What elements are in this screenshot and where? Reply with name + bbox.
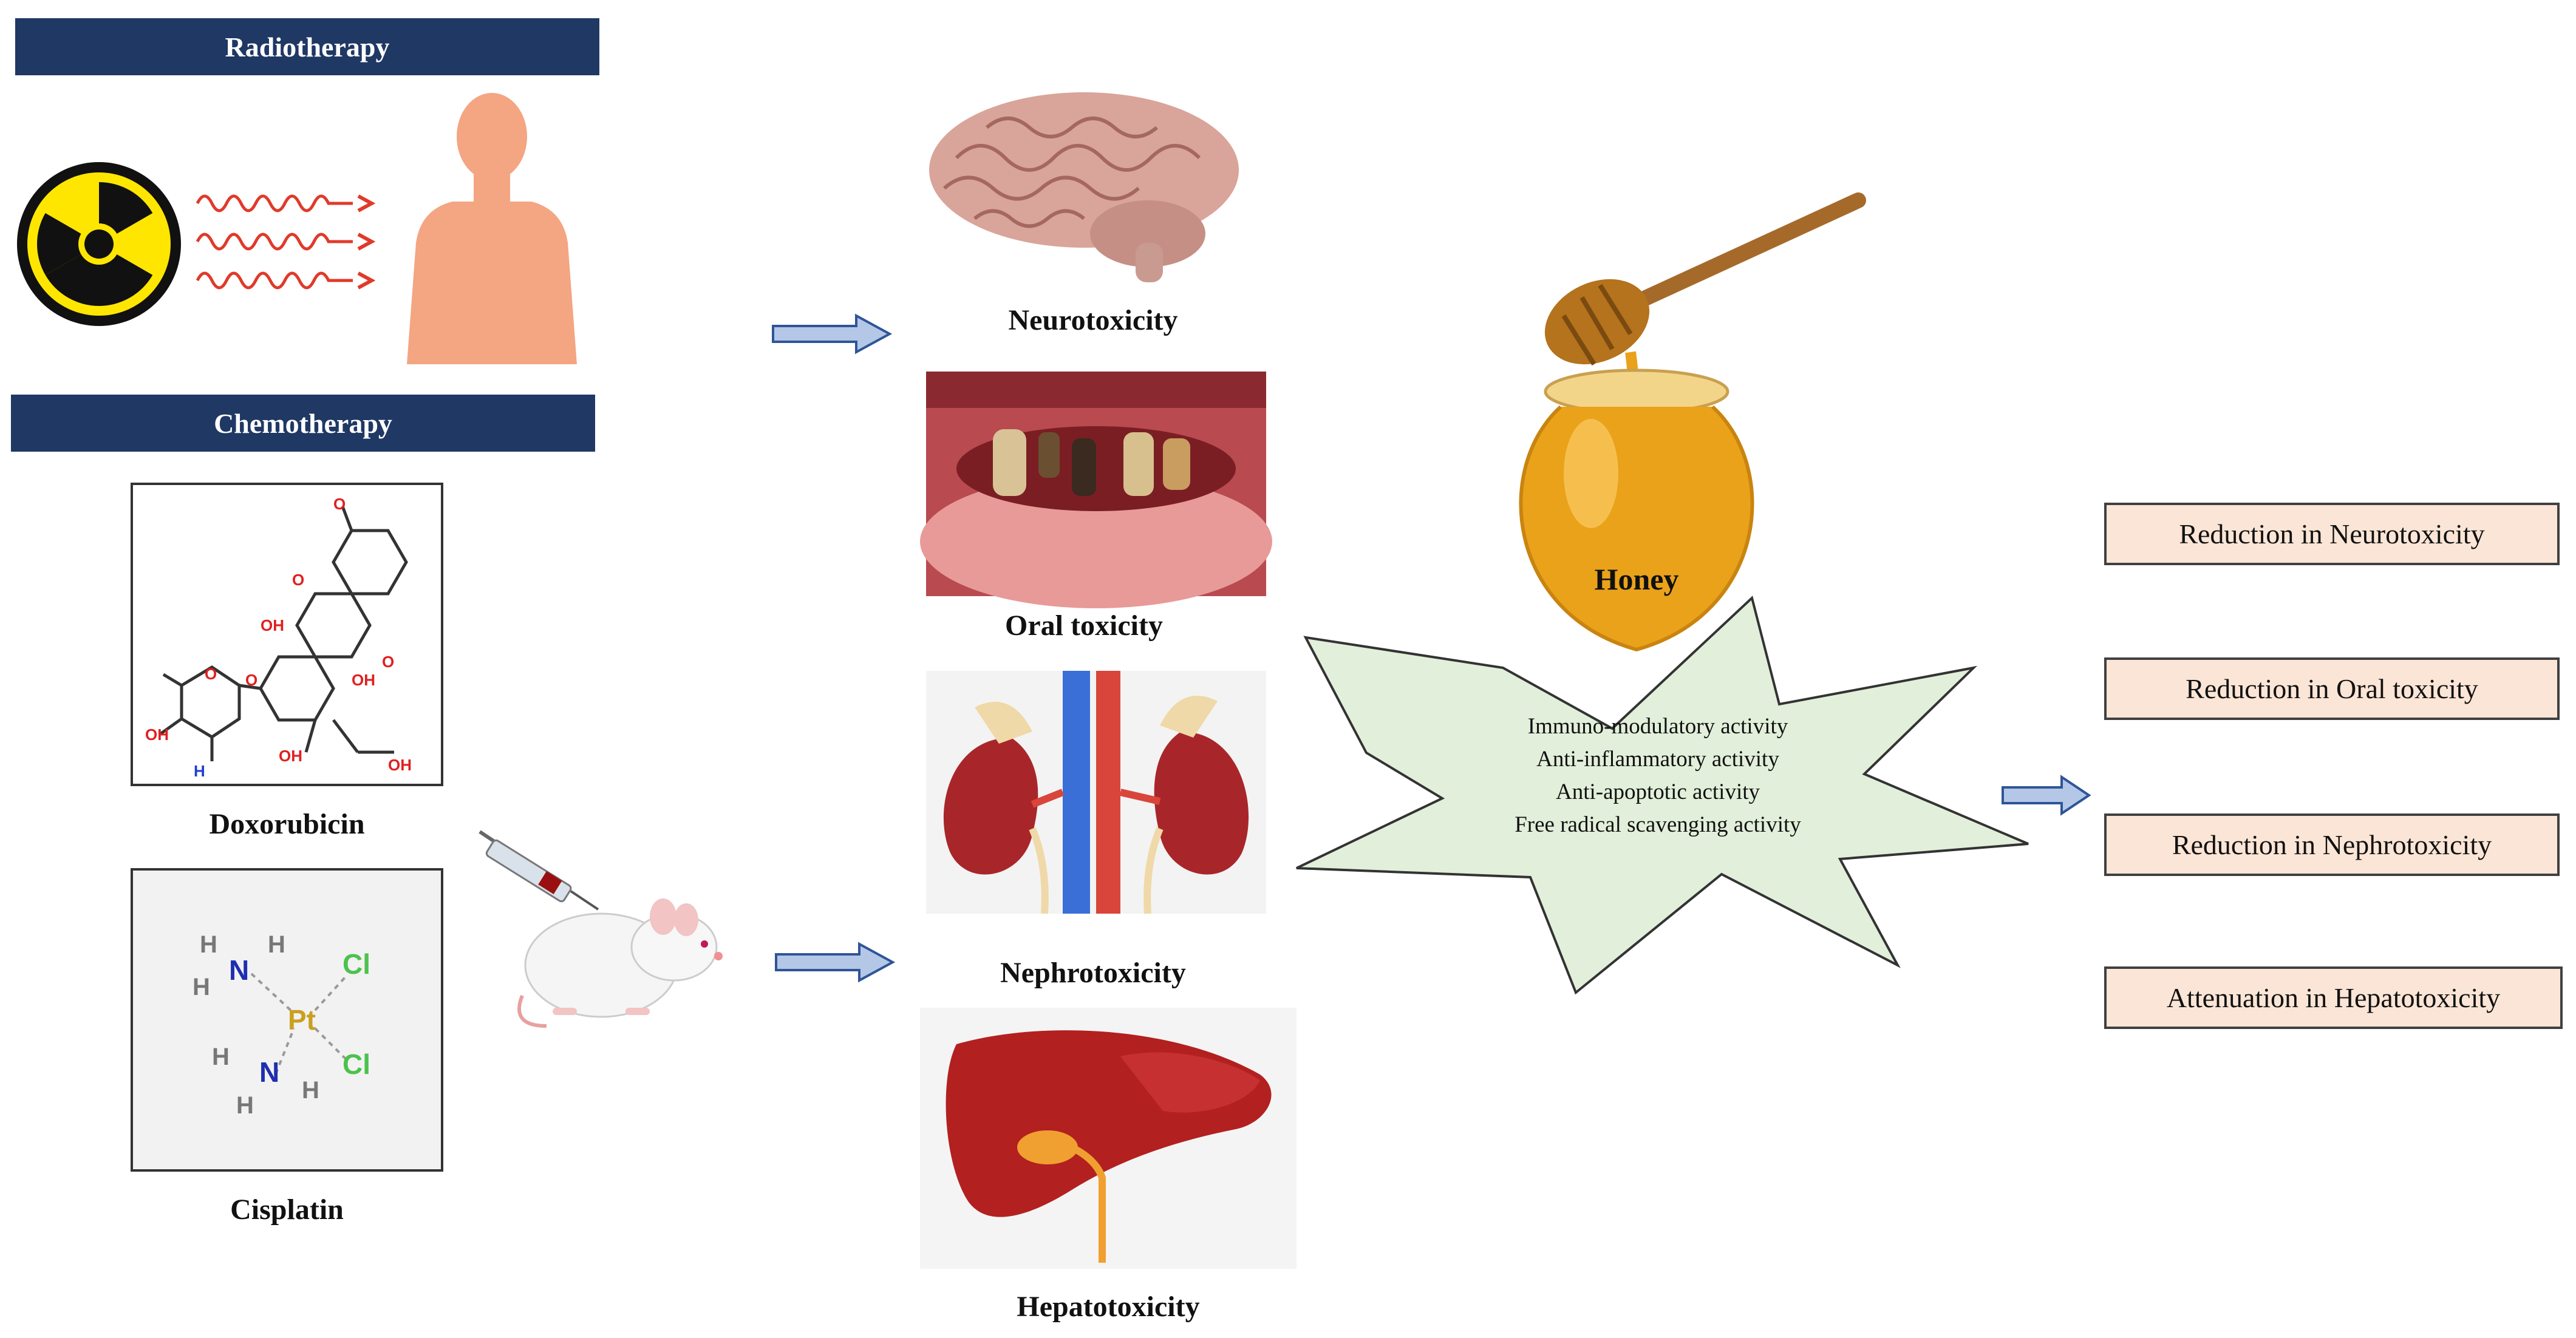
- result-label-2: Reduction in Oral toxicity: [2186, 673, 2478, 704]
- liver-icon: [920, 1008, 1297, 1269]
- chemotherapy-label: Chemotherapy: [214, 407, 392, 439]
- toxicity-label-oral-toxicity: Oral toxicity: [1005, 610, 1163, 642]
- doxorubicin-atom-o-3: O: [382, 653, 394, 671]
- honey-jar-illustration: [1519, 192, 1866, 652]
- result-label-3: Reduction in Nephrotoxicity: [2172, 829, 2492, 860]
- arrow-radiotherapy-to-toxicity: [772, 313, 893, 355]
- cisplatin-atom-pt: Pt: [288, 1004, 316, 1036]
- arrow-chemotherapy-to-toxicity: [775, 942, 896, 983]
- cisplatin-atom-n-1: N: [229, 954, 249, 986]
- radiotherapy-label: Radiotherapy: [225, 31, 390, 63]
- activity-free-radical-scavenging: Free radical scavenging activity: [1515, 812, 1801, 837]
- brain-illustration: [929, 92, 1239, 282]
- human-body-icon: [407, 93, 577, 364]
- kidney-illustration: [926, 671, 1266, 914]
- cisplatin-atom-h-3: H: [193, 974, 210, 1000]
- cisplatin-atom-cl-2: Cl: [342, 1048, 370, 1080]
- doxorubicin-atom-oh-4: OH: [279, 747, 302, 765]
- doxorubicin-atom-h: H: [194, 762, 205, 780]
- kidney-icon: [926, 671, 1266, 914]
- honey-activities-list: Immuno-modulatory activity Anti-inflamma…: [1445, 710, 1870, 841]
- cisplatin-atom-cl-1: Cl: [342, 948, 370, 980]
- radiation-waves-icon: [196, 194, 376, 290]
- chemotherapy-header: Chemotherapy: [11, 395, 595, 452]
- toxicity-label-neurotoxicity: Neurotoxicity: [1008, 304, 1178, 336]
- cisplatin-atom-n-2: N: [259, 1056, 279, 1088]
- toxicity-label-hepatotoxicity: Hepatotoxicity: [1017, 1291, 1200, 1323]
- cisplatin-atom-h-5: H: [302, 1077, 319, 1104]
- result-reduction-neurotoxicity: Reduction in Neurotoxicity: [2104, 503, 2560, 565]
- cisplatin-structure-frame: N N Pt Cl Cl H H H H H H: [131, 868, 443, 1172]
- radiation-hazard-icon: [17, 162, 181, 326]
- doxorubicin-atom-o-5: O: [245, 671, 257, 689]
- rat-icon: [517, 898, 723, 1028]
- cisplatin-structure-icon: N N Pt Cl Cl H H H H H H: [193, 931, 370, 1119]
- doxorubicin-label: Doxorubicin: [209, 808, 365, 840]
- doxorubicin-structure-frame: O O O O O OH OH OH OH OH H: [131, 483, 443, 786]
- activity-anti-apoptotic: Anti-apoptotic activity: [1556, 779, 1760, 804]
- oral-toxicity-photo: [920, 372, 1272, 608]
- cisplatin-atom-h-1: H: [200, 931, 217, 958]
- cisplatin-atom-h-6: H: [236, 1092, 254, 1119]
- honey-label: Honey: [1594, 562, 1679, 596]
- doxorubicin-structure-icon: O O O O O OH OH OH OH OH H: [145, 495, 412, 780]
- activity-anti-inflammatory: Anti-inflammatory activity: [1536, 747, 1779, 772]
- brain-icon: [929, 92, 1239, 282]
- doxorubicin-atom-o-1: O: [333, 495, 346, 513]
- activity-immunomodulatory: Immuno-modulatory activity: [1527, 714, 1788, 739]
- cisplatin-label: Cisplatin: [230, 1194, 344, 1226]
- doxorubicin-atom-oh-5: OH: [388, 756, 412, 774]
- result-attenuation-hepatotoxicity: Attenuation in Hepatotoxicity: [2104, 966, 2563, 1029]
- honey-activities-starburst: [1296, 596, 2029, 995]
- mouth-icon: [920, 372, 1272, 608]
- radiotherapy-header: Radiotherapy: [15, 18, 599, 75]
- result-reduction-oral-toxicity: Reduction in Oral toxicity: [2104, 657, 2560, 720]
- doxorubicin-atom-oh-1: OH: [261, 616, 284, 634]
- cisplatin-atom-h-4: H: [212, 1044, 230, 1070]
- arrow-activities-to-results: [2002, 775, 2091, 816]
- honey-jar-icon: [1519, 368, 1754, 652]
- doxorubicin-atom-oh-2: OH: [352, 671, 375, 689]
- doxorubicin-atom-o-2: O: [292, 571, 304, 589]
- toxicity-label-nephrotoxicity: Nephrotoxicity: [1000, 957, 1186, 989]
- liver-illustration: [920, 1008, 1297, 1269]
- result-label-4: Attenuation in Hepatotoxicity: [2166, 982, 2501, 1013]
- doxorubicin-atom-oh-3: OH: [145, 725, 169, 744]
- rat-injection-illustration: [479, 830, 723, 1028]
- doxorubicin-atom-o-4: O: [205, 665, 217, 683]
- radiotherapy-illustration: [17, 93, 577, 364]
- result-label-1: Reduction in Neurotoxicity: [2179, 518, 2485, 549]
- cisplatin-atom-h-2: H: [268, 931, 285, 958]
- result-reduction-nephrotoxicity: Reduction in Nephrotoxicity: [2104, 813, 2560, 876]
- syringe-icon: [479, 830, 599, 911]
